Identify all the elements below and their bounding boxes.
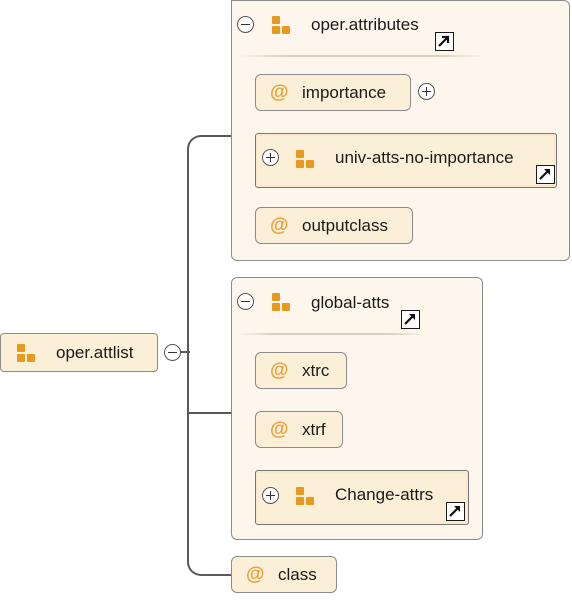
connector-trunk (187, 150, 189, 562)
attribute-outputclass[interactable]: @ outputclass (255, 207, 413, 244)
attribute-at-icon: @ (270, 82, 289, 103)
connector-root-stub (181, 351, 190, 353)
group-ref-change-attrs[interactable]: Change-attrs (255, 470, 469, 525)
expand-toggle-univ-atts[interactable] (262, 149, 279, 166)
collapse-toggle-root[interactable] (164, 344, 181, 361)
root-label: oper.attlist (56, 343, 134, 362)
expand-toggle-change-attrs[interactable] (262, 487, 279, 504)
group-ref-univ-atts-no-importance[interactable]: univ-atts-no-importance (255, 133, 557, 188)
attribute-at-icon: @ (246, 564, 265, 585)
collapse-toggle-global-atts[interactable] (237, 293, 254, 310)
expand-toggle-importance[interactable] (418, 83, 435, 100)
attribute-at-icon: @ (270, 419, 289, 440)
attribute-group-icon (296, 487, 316, 507)
attribute-label: xtrc (302, 361, 330, 380)
connector-top-curve (187, 135, 234, 155)
collapse-toggle-oper-attributes[interactable] (237, 16, 254, 33)
attribute-group-icon (296, 150, 316, 170)
group-ref-label: univ-atts-no-importance (335, 148, 514, 167)
shortcut-link-icon[interactable] (446, 502, 465, 521)
group-title-oper-attributes: oper.attributes (311, 15, 419, 34)
shortcut-link-icon[interactable] (401, 310, 420, 329)
group-ref-label: Change-attrs (335, 485, 434, 504)
group-header-divider (236, 55, 486, 57)
connector-mid (187, 412, 231, 414)
shortcut-link-icon[interactable] (435, 32, 454, 51)
attribute-at-icon: @ (270, 360, 289, 381)
attribute-label: outputclass (302, 216, 388, 235)
connector-bottom-curve (187, 556, 234, 576)
attribute-label: importance (302, 83, 387, 102)
attribute-xtrc[interactable]: @ xtrc (255, 352, 347, 389)
attribute-importance[interactable]: @ importance (255, 74, 411, 111)
group-title-global-atts: global-atts (311, 293, 390, 312)
group-header-divider (236, 333, 426, 335)
attribute-group-icon (272, 16, 292, 36)
root-element-oper-attlist[interactable]: oper.attlist (0, 333, 158, 372)
attribute-label: class (278, 565, 317, 584)
shortcut-link-icon[interactable] (536, 165, 555, 184)
attribute-xtrf[interactable]: @ xtrf (255, 411, 343, 448)
attribute-at-icon: @ (270, 215, 289, 236)
attribute-label: xtrf (302, 420, 326, 439)
attribute-group-icon (17, 344, 37, 364)
attribute-group-icon (272, 293, 292, 313)
attribute-class[interactable]: @ class (231, 556, 337, 593)
